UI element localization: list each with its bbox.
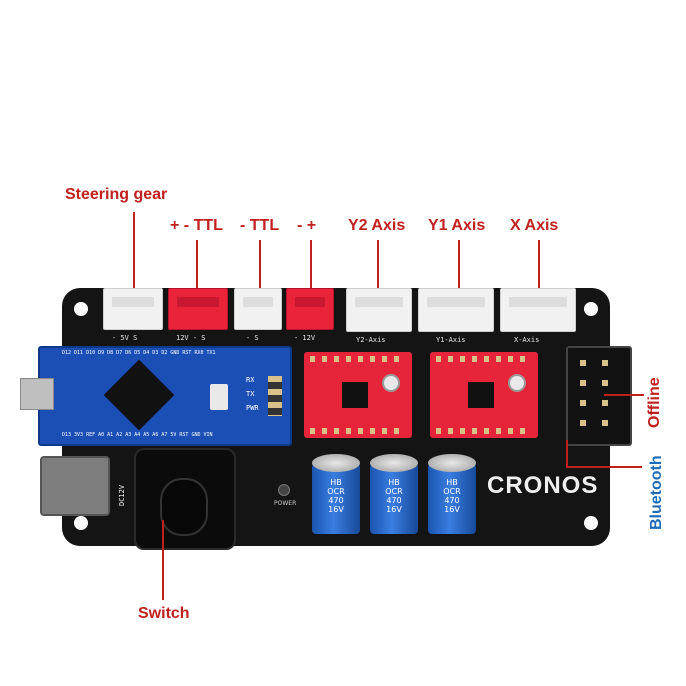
- stepper-driver-y1: [430, 352, 538, 438]
- ttl-connector-plus: [168, 288, 228, 330]
- capacitor-3-label: HB OCR 470 16V: [443, 478, 461, 514]
- callout-line-minus-plus: [310, 240, 312, 288]
- callout-line-ttl-plus: [196, 240, 198, 288]
- callout-line-x: [538, 240, 540, 290]
- callout-line-y2: [377, 240, 379, 290]
- callout-line-ttl-minus: [259, 240, 261, 290]
- label-bluetooth: Bluetooth: [648, 455, 665, 530]
- label-offline: Offline: [646, 377, 663, 428]
- joystick-stick: [160, 478, 208, 536]
- mount-hole-bl: [74, 516, 88, 530]
- cronos-logo: CRONOS: [487, 472, 599, 499]
- dc-power-jack: [40, 456, 110, 516]
- silk-ttl1: 12V - S: [176, 334, 206, 342]
- callout-line-switch: [162, 520, 164, 600]
- power-label: POWER: [274, 500, 297, 507]
- y2-axis-connector: [346, 288, 412, 332]
- power-led: [278, 484, 290, 496]
- callout-line-steering: [133, 212, 135, 290]
- mount-hole-br: [584, 516, 598, 530]
- silk-ttl2: - S: [246, 334, 259, 342]
- mount-hole-tl: [74, 302, 88, 316]
- nano-bottom-pins: D13 3V3 REF A0 A1 A2 A3 A4 A5 A6 A7 5V R…: [62, 432, 213, 438]
- servo-connector: [103, 288, 163, 330]
- bluetooth-offline-header: [566, 346, 632, 446]
- label-y1-axis: Y1 Axis: [428, 217, 486, 234]
- stepper-driver-y2: [304, 352, 412, 438]
- mini-usb-port: [20, 378, 54, 410]
- atmega-chip: [103, 359, 175, 431]
- label-ttl-plus: + - TTL: [170, 217, 223, 234]
- capacitor-1: HB OCR 470 16V: [312, 454, 360, 534]
- dc-label: DC12V: [118, 484, 126, 506]
- capacitor-2: HB OCR 470 16V: [370, 454, 418, 534]
- label-steering-gear: Steering gear: [65, 186, 168, 203]
- silk-x: X-Axis: [514, 336, 540, 344]
- callout-line-bluetooth-h: [566, 466, 642, 468]
- silk-power12v: - 12V: [294, 334, 316, 342]
- label-x-axis: X Axis: [510, 217, 559, 234]
- capacitor-1-label: HB OCR 470 16V: [327, 478, 345, 514]
- reset-button: [210, 384, 228, 410]
- y1-axis-connector: [418, 288, 494, 332]
- callout-line-bluetooth-v: [566, 440, 568, 468]
- nano-tx-label: TX: [246, 390, 255, 398]
- nano-pwr-label: PWR: [246, 404, 259, 412]
- nano-rx-label: RX: [246, 376, 255, 384]
- capacitor-3: HB OCR 470 16V: [428, 454, 476, 534]
- silk-servo: - 5V S: [112, 334, 138, 342]
- label-y2-axis: Y2 Axis: [348, 217, 406, 234]
- callout-line-offline: [604, 394, 644, 396]
- mount-hole-tr: [584, 302, 598, 316]
- label-switch: Switch: [138, 605, 190, 622]
- x-axis-connector: [500, 288, 576, 332]
- label-minus-plus: - +: [297, 217, 317, 234]
- arduino-nano: D12 D11 D10 D9 D8 D7 D6 D5 D4 D3 D2 GND …: [20, 346, 292, 446]
- icsp-header: [268, 376, 282, 416]
- silk-y1: Y1-Axis: [436, 336, 466, 344]
- label-ttl-minus: - TTL: [240, 217, 280, 234]
- ttl-connector-minus: [234, 288, 282, 330]
- power-12v-connector: [286, 288, 334, 330]
- callout-line-y1: [458, 240, 460, 290]
- nano-top-pins: D12 D11 D10 D9 D8 D7 D6 D5 D4 D3 D2 GND …: [62, 350, 216, 356]
- capacitor-2-label: HB OCR 470 16V: [385, 478, 403, 514]
- silk-y2: Y2-Axis: [356, 336, 386, 344]
